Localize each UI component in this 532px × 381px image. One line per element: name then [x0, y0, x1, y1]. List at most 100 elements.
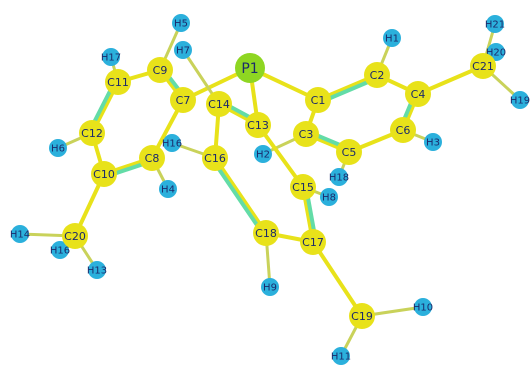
atom-sphere-C20: [62, 223, 88, 249]
atom-H16: H16: [50, 241, 70, 259]
bond-layer: [18, 21, 522, 358]
atom-H19: H19: [510, 91, 530, 109]
atom-H18: H18: [329, 168, 349, 186]
atom-H14: H14: [10, 225, 30, 243]
atom-label-C15: C15: [292, 181, 314, 194]
atom-label-H11: H11: [331, 352, 351, 363]
atom-label-C2: C2: [370, 69, 385, 82]
atom-sphere-C8: [139, 145, 165, 171]
atom-C14: C14: [206, 91, 232, 117]
atom-C5: C5: [336, 139, 362, 165]
atom-label-C6: C6: [396, 124, 411, 137]
atom-layer: H16H1H2H3H4H5H6H7H8H9H10H11H13H14H16H17H…: [10, 14, 530, 365]
atom-label-C20: C20: [64, 230, 86, 243]
atom-H2: H2: [254, 145, 272, 163]
atom-sphere-H21: [486, 15, 504, 33]
atom-C3: C3: [293, 121, 319, 147]
atom-sphere-H13: [88, 261, 106, 279]
atom-sphere-H16-ring: [163, 134, 181, 152]
atom-label-C18: C18: [255, 227, 277, 240]
atom-sphere-C21: [470, 53, 496, 79]
atom-C15: C15: [290, 174, 316, 200]
atom-C8: C8: [139, 145, 165, 171]
bond-C16-C18-inner: [210, 157, 266, 237]
atom-sphere-H2: [254, 145, 272, 163]
atom-sphere-C5: [336, 139, 362, 165]
atom-label-H6: H6: [51, 144, 65, 155]
atom-label-C13: C13: [247, 119, 269, 132]
atom-label-C7: C7: [176, 94, 191, 107]
atom-sphere-P1: [235, 53, 265, 83]
atom-label-C1: C1: [311, 94, 326, 107]
atom-H1: H1: [383, 29, 401, 47]
atom-C19: C19: [349, 303, 375, 329]
atom-H6: H6: [49, 139, 67, 157]
atom-H10: H10: [413, 298, 433, 316]
atom-label-C12: C12: [81, 127, 103, 140]
atom-sphere-C2: [364, 62, 390, 88]
atom-label-H13: H13: [87, 266, 107, 277]
atom-sphere-H14: [11, 225, 29, 243]
atom-C1: C1: [305, 87, 331, 113]
atom-label-C14: C14: [208, 98, 230, 111]
atom-sphere-H1: [383, 29, 401, 47]
atom-C21: C21: [470, 53, 496, 79]
atom-C10: C10: [91, 161, 117, 187]
atom-C4: C4: [405, 81, 431, 107]
atom-label-H20: H20: [486, 48, 506, 59]
atom-sphere-C15: [290, 174, 316, 200]
atom-label-P1: P1: [241, 61, 258, 77]
atom-H16-ring: H16: [162, 134, 182, 152]
atom-C17: C17: [300, 229, 326, 255]
atom-H7: H7: [174, 41, 192, 59]
atom-sphere-C1: [305, 87, 331, 113]
atom-H21: H21: [485, 15, 505, 33]
atom-sphere-C14: [206, 91, 232, 117]
atom-label-H5: H5: [174, 19, 188, 30]
atom-sphere-H18: [330, 168, 348, 186]
atom-sphere-H19: [511, 91, 529, 109]
atom-label-H10: H10: [413, 303, 433, 314]
atom-label-C8: C8: [145, 152, 160, 165]
atom-H17: H17: [101, 48, 121, 66]
atom-label-H19: H19: [510, 96, 530, 107]
atom-label-H1: H1: [385, 34, 399, 45]
atom-label-C17: C17: [302, 236, 324, 249]
atom-label-H17: H17: [101, 53, 121, 64]
atom-label-H16-ring: H16: [162, 139, 182, 150]
atom-H3: H3: [424, 133, 442, 151]
atom-sphere-H3: [424, 133, 442, 151]
atom-C12: C12: [79, 120, 105, 146]
atom-sphere-H4: [159, 180, 177, 198]
atom-sphere-C18: [253, 220, 279, 246]
atom-sphere-H11: [332, 347, 350, 365]
atom-label-C10: C10: [93, 168, 115, 181]
atom-label-H7: H7: [176, 46, 190, 57]
atom-C11: C11: [105, 69, 131, 95]
atom-label-H18: H18: [329, 173, 349, 184]
atom-sphere-H17: [102, 48, 120, 66]
atom-label-H4: H4: [161, 185, 175, 196]
atom-H4: H4: [159, 180, 177, 198]
atom-sphere-C19: [349, 303, 375, 329]
atom-H13: H13: [87, 261, 107, 279]
atom-label-C19: C19: [351, 310, 373, 323]
atom-sphere-H6: [49, 139, 67, 157]
atom-C2: C2: [364, 62, 390, 88]
atom-sphere-H10: [414, 298, 432, 316]
atom-label-C5: C5: [342, 146, 357, 159]
atom-C13: C13: [245, 112, 271, 138]
atom-sphere-H5: [172, 14, 190, 32]
atom-sphere-C3: [293, 121, 319, 147]
atom-sphere-H16: [51, 241, 69, 259]
atom-sphere-C13: [245, 112, 271, 138]
atom-H9: H9: [261, 278, 279, 296]
atom-H8: H8: [320, 188, 338, 206]
atom-sphere-C7: [170, 87, 196, 113]
atom-sphere-C11: [105, 69, 131, 95]
atom-sphere-C17: [300, 229, 326, 255]
atom-C20: C20: [62, 223, 88, 249]
atom-label-H14: H14: [10, 230, 30, 241]
atom-label-C3: C3: [299, 128, 314, 141]
